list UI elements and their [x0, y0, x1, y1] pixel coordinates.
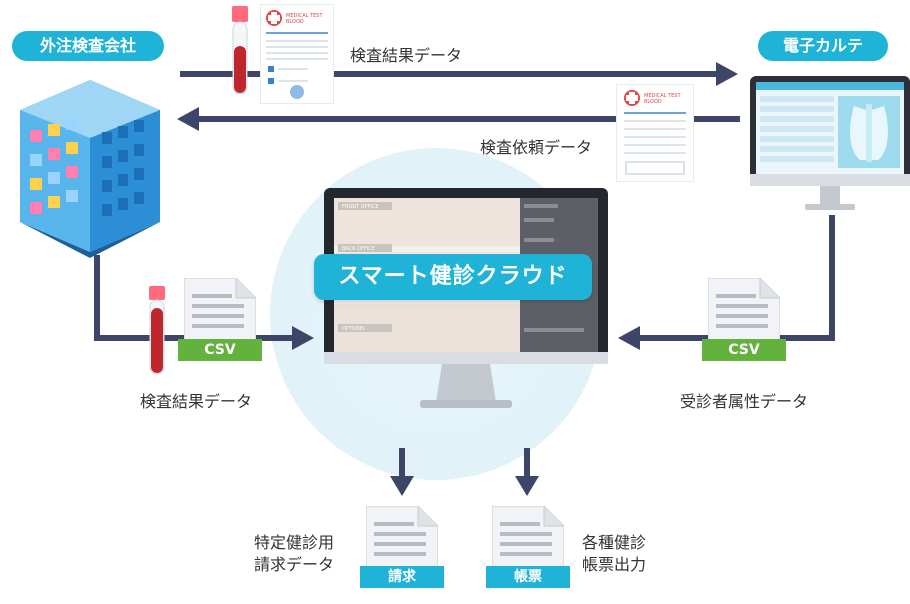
building-icon — [20, 80, 160, 258]
test-report-doc-icon: MEDICAL TEST BLOOD — [260, 4, 334, 104]
flow-label-result-csv: 検査結果データ — [140, 392, 253, 411]
blood-tube-icon — [232, 6, 248, 95]
csv-tag-left: CSV — [178, 339, 262, 361]
arrow-to-billing — [399, 448, 405, 478]
output-label-forms-line1: 各種健診 — [582, 533, 647, 552]
ehr-monitor-icon — [750, 76, 910, 210]
screen-label-front: FRONT OFFICE — [342, 204, 378, 210]
flow-label-result-top: 検査結果データ — [350, 46, 463, 65]
arrow-request-to-lab — [198, 116, 740, 122]
arrowhead-right-icon — [292, 326, 314, 350]
arrowhead-down-icon — [390, 476, 414, 496]
blood-tube-icon — [149, 286, 165, 375]
node-ehr: 電子カルテ — [758, 31, 888, 61]
arrow-to-forms — [524, 448, 530, 478]
output-label-forms: 各種健診 帳票出力 — [582, 532, 646, 576]
report-subtitle-text: BLOOD — [286, 19, 304, 25]
output-label-billing: 特定健診用 請求データ — [254, 532, 334, 576]
csv-file-doc-icon — [708, 278, 780, 348]
arrowhead-right-icon — [716, 62, 738, 86]
flow-label-request: 検査依頼データ — [480, 138, 593, 157]
output-label-billing-line2: 請求データ — [254, 555, 335, 574]
center-monitor-icon: FRONT OFFICE BACK OFFICE OPTIONS — [324, 188, 608, 408]
billing-doc-icon — [366, 506, 438, 580]
csv-file-doc-icon — [184, 278, 256, 348]
screen-label-options: OPTIONS — [342, 326, 364, 332]
billing-tag: 請求 — [360, 566, 444, 588]
arrowhead-left-icon — [177, 107, 199, 131]
brand-banner: スマート健診クラウド — [314, 254, 592, 300]
csv-tag-right: CSV — [702, 339, 786, 361]
screen-label-back: BACK OFFICE — [342, 246, 375, 252]
request-subtitle-text: BLOOD — [644, 99, 662, 105]
arrowhead-down-icon — [515, 476, 539, 496]
output-label-billing-line1: 特定健診用 — [254, 533, 335, 552]
arrow-lab-down — [94, 255, 100, 341]
arrow-ehr-down — [829, 215, 835, 341]
report-title-text: MEDICAL TEST — [286, 13, 323, 19]
output-label-forms-line2: 帳票出力 — [582, 555, 647, 574]
request-title-text: MEDICAL TEST — [644, 93, 681, 99]
arrowhead-left-icon — [618, 326, 640, 350]
forms-tag: 帳票 — [486, 566, 570, 588]
forms-doc-icon — [492, 506, 564, 580]
node-outsourced-lab: 外注検査会社 — [12, 31, 164, 61]
request-doc-icon: MEDICAL TEST BLOOD — [616, 84, 694, 182]
arrow-result-to-ehr — [180, 71, 720, 77]
flow-label-patient-attr: 受診者属性データ — [680, 392, 809, 411]
